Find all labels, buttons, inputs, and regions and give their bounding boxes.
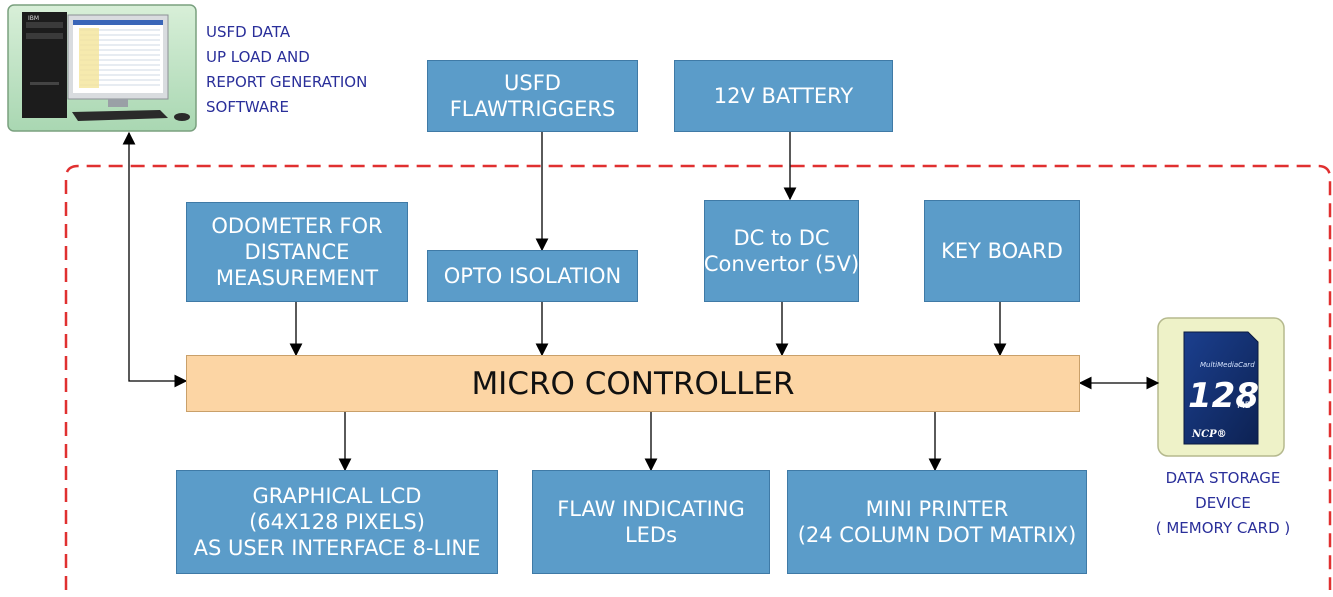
printer-line-2: (24 COLUMN DOT MATRIX) bbox=[797, 523, 1077, 547]
storage-label-line-1: DATA STORAGE bbox=[1165, 469, 1281, 487]
lcd-line-2: (64X128 PIXELS) bbox=[249, 510, 425, 534]
system-boundary bbox=[64, 164, 1332, 590]
storage-label-line-2: DEVICE bbox=[1195, 494, 1251, 512]
opto-isolation-label: OPTO ISOLATION bbox=[443, 264, 622, 288]
odometer-line-2: DISTANCE bbox=[244, 240, 350, 264]
pc-software-label: USFD DATA UP LOAD AND REPORT GENERATION … bbox=[206, 20, 367, 120]
keyboard-block: KEY BOARD bbox=[924, 200, 1080, 302]
lcd-line-3: AS USER INTERFACE 8-LINE bbox=[193, 536, 481, 560]
flaw-triggers-line-2: FLAWTRIGGERS bbox=[449, 97, 616, 121]
pc-label-line-3: REPORT GENERATION bbox=[206, 73, 368, 91]
pc-label-line-2: UP LOAD AND bbox=[206, 48, 310, 66]
dcdc-line-2: Convertor (5V) bbox=[704, 252, 859, 276]
leds-line-1: FLAW INDICATING bbox=[557, 497, 745, 521]
memory-card-brand: MultiMediaCard bbox=[1200, 361, 1255, 369]
pc-label-line-1: USFD DATA bbox=[206, 23, 291, 41]
pc-label-line-4: SOFTWARE bbox=[206, 98, 290, 116]
keyboard-label: KEY BOARD bbox=[941, 239, 1063, 263]
connectors bbox=[122, 131, 1160, 472]
odometer-line-1: ODOMETER FOR bbox=[211, 214, 383, 238]
data-storage-label: DATA STORAGE DEVICE ( MEMORY CARD ) bbox=[1140, 466, 1306, 541]
odometer-line-3: MEASUREMENT bbox=[215, 266, 379, 290]
opto-isolation-block: OPTO ISOLATION bbox=[427, 250, 638, 302]
dcdc-convertor-block: DC to DC Convertor (5V) bbox=[704, 200, 859, 302]
battery-block: 12V BATTERY bbox=[674, 60, 893, 132]
svg-text:IBM: IBM bbox=[28, 15, 39, 22]
flaw-leds-block: FLAW INDICATING LEDs bbox=[532, 470, 770, 574]
leds-line-2: LEDs bbox=[624, 523, 678, 547]
memory-card-unit: MB bbox=[1237, 401, 1251, 411]
memory-card-capacity: 128 bbox=[1188, 376, 1259, 416]
odometer-block: ODOMETER FOR DISTANCE MEASUREMENT bbox=[186, 202, 408, 302]
computer-icon: IBM bbox=[7, 4, 197, 132]
printer-line-1: MINI PRINTER bbox=[865, 497, 1009, 521]
memory-card-maker: NCP® bbox=[1191, 429, 1227, 440]
battery-label: 12V BATTERY bbox=[713, 84, 854, 108]
arrow-controller-computer bbox=[122, 131, 188, 388]
storage-label-line-3: ( MEMORY CARD ) bbox=[1155, 519, 1291, 537]
mini-printer-block: MINI PRINTER (24 COLUMN DOT MATRIX) bbox=[787, 470, 1087, 574]
flaw-triggers-line-1: USFD bbox=[504, 71, 561, 95]
micro-controller-block: MICRO CONTROLLER bbox=[186, 355, 1080, 412]
graphical-lcd-block: GRAPHICAL LCD (64X128 PIXELS) AS USER IN… bbox=[176, 470, 498, 574]
memory-card-icon: MultiMediaCard 128 MB NCP® bbox=[1157, 317, 1285, 457]
micro-controller-label: MICRO CONTROLLER bbox=[471, 365, 795, 402]
flaw-triggers-block: USFD FLAWTRIGGERS bbox=[427, 60, 638, 132]
dcdc-line-1: DC to DC bbox=[733, 226, 830, 250]
lcd-line-1: GRAPHICAL LCD bbox=[252, 484, 422, 508]
